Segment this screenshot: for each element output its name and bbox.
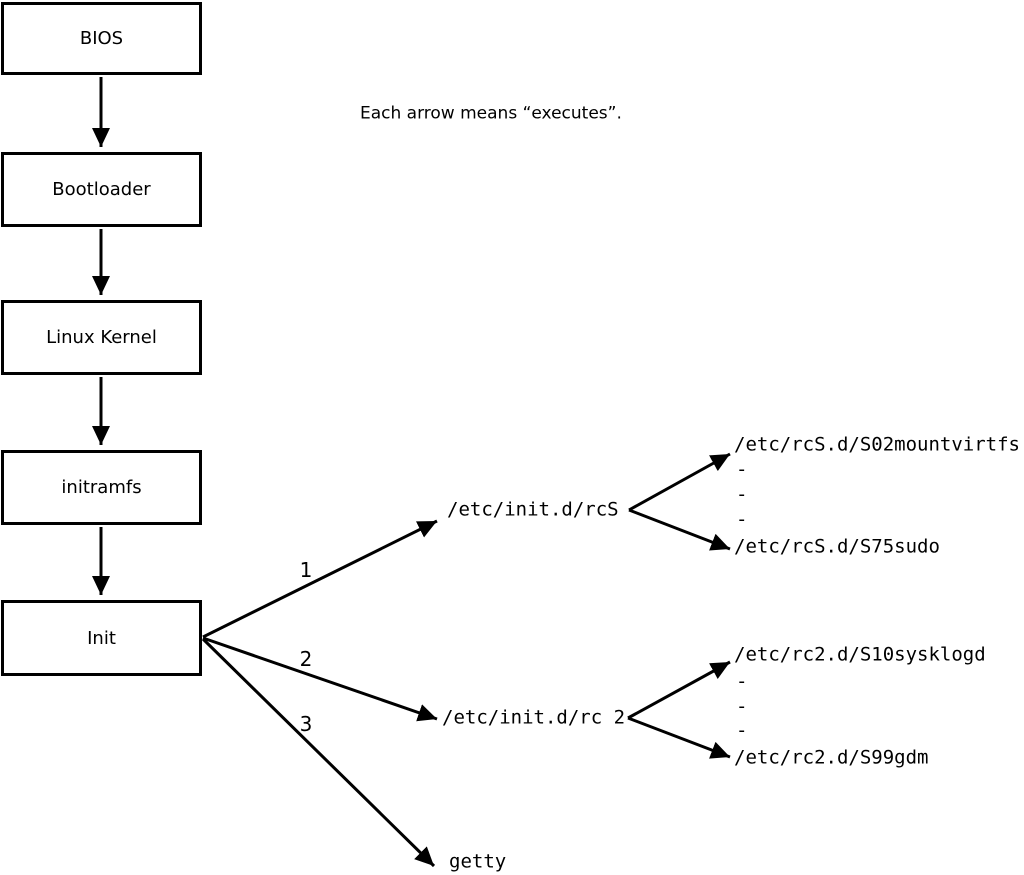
label-getty: getty bbox=[449, 850, 507, 873]
label-rcSd-ellipsis-dash-1: - bbox=[736, 458, 748, 481]
label-rcSd-last-script: /etc/rcS.d/S75sudo bbox=[734, 535, 940, 558]
label-init-d-rcS: /etc/init.d/rcS bbox=[447, 498, 619, 521]
node-bios-label: BIOS bbox=[79, 28, 124, 49]
branch-number-1: 1 bbox=[299, 558, 313, 582]
node-bootloader-label: Bootloader bbox=[52, 179, 151, 200]
label-rcSd-ellipsis-dash-3: - bbox=[736, 508, 748, 531]
arrow-rcS-to-last-script bbox=[628, 508, 731, 551]
node-initramfs: initramfs bbox=[1, 450, 202, 525]
arrow-rcS-to-first-script bbox=[628, 452, 731, 512]
node-init-label: Init bbox=[87, 627, 116, 649]
arrow-rc2-to-last-script bbox=[627, 716, 731, 759]
label-rc2d-ellipsis-dash-3: - bbox=[736, 719, 748, 742]
label-rc2d-ellipsis-dash-2: - bbox=[736, 695, 748, 718]
arrow-rc2-to-first-script bbox=[627, 660, 731, 720]
node-linux-kernel-label: Linux Kernel bbox=[46, 327, 157, 348]
branch-number-2: 2 bbox=[299, 647, 313, 671]
node-initramfs-label: initramfs bbox=[61, 477, 142, 498]
node-bootloader: Bootloader bbox=[1, 152, 202, 227]
label-init-d-rc2: /etc/init.d/rc 2 bbox=[442, 706, 626, 729]
label-rc2d-first-script: /etc/rc2.d/S10sysklogd bbox=[734, 643, 986, 666]
label-rcSd-ellipsis-dash-2: - bbox=[736, 483, 748, 506]
branch-number-3: 3 bbox=[299, 712, 313, 736]
arrow-init-to-rc2 bbox=[202, 636, 438, 722]
node-bios: BIOS bbox=[1, 2, 202, 75]
arrow-init-to-rcS bbox=[202, 519, 438, 639]
arrow-init-to-getty bbox=[201, 637, 436, 868]
label-rcSd-first-script: /etc/rcS.d/S02mountvirtfs bbox=[734, 433, 1020, 456]
node-linux-kernel: Linux Kernel bbox=[1, 300, 202, 375]
legend-note: Each arrow means “executes”. bbox=[360, 103, 622, 124]
label-rc2d-last-script: /etc/rc2.d/S99gdm bbox=[734, 746, 929, 769]
label-rc2d-ellipsis-dash-1: - bbox=[736, 670, 748, 693]
node-init: Init bbox=[1, 600, 202, 676]
